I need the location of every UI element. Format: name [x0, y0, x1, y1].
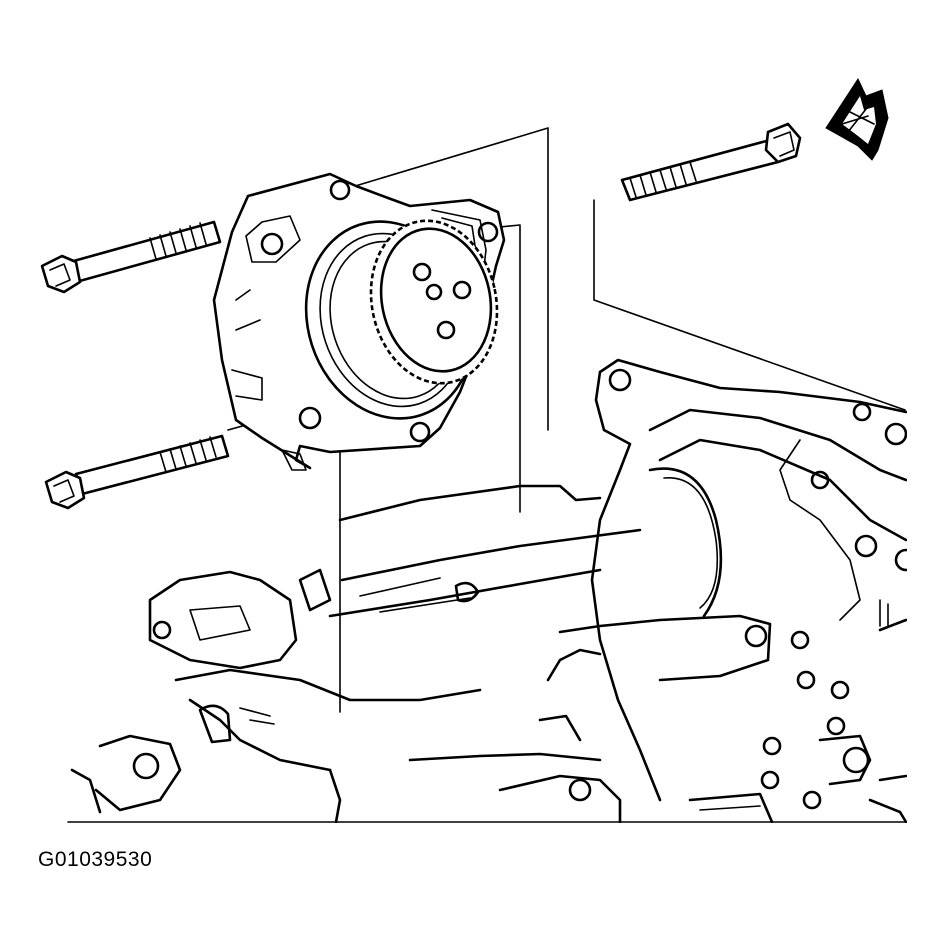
- lower-left-bolt: [44, 434, 230, 510]
- front-direction-arrow-icon: [825, 77, 889, 161]
- water-pump-sprocket: [369, 219, 499, 385]
- upper-right-bolt: [620, 122, 802, 202]
- figure-code: G01039530: [38, 848, 153, 871]
- upper-left-bolt: [40, 220, 222, 294]
- engine-block: [67, 358, 918, 824]
